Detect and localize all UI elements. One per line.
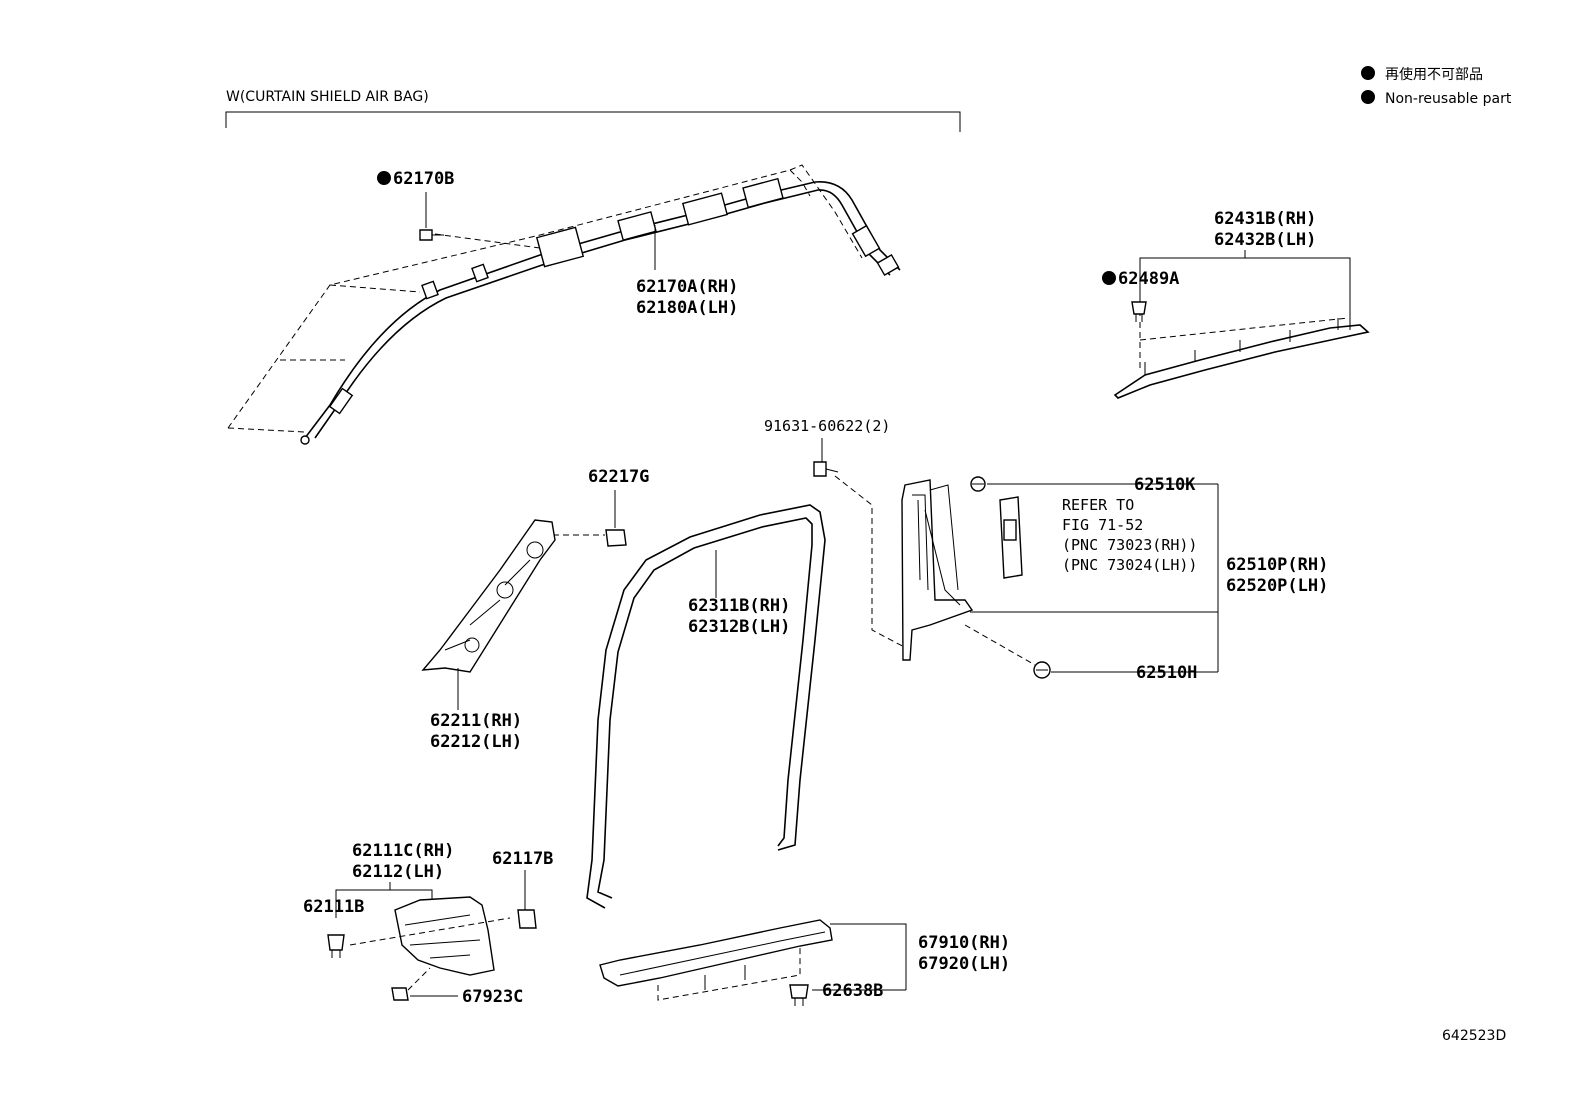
clip-67923C-icon <box>391 987 409 1001</box>
door-opening-trim: 62311B(RH) 62312B(LH) <box>586 504 826 909</box>
label-91631: 91631-60622(2) <box>764 417 890 435</box>
non-reusable-marker-icon <box>1361 90 1375 104</box>
legend-en: Non-reusable part <box>1385 91 1512 107</box>
label-62510H: 62510H <box>1136 663 1197 683</box>
label-62489A: 62489A <box>1118 269 1179 289</box>
label-62170B: 62170B <box>393 169 454 189</box>
label-62510P: 62510P(RH) <box>1226 555 1328 575</box>
label-62212: 62212(LH) <box>430 732 522 752</box>
label-62111C: 62111C(RH) <box>352 841 454 861</box>
refer-line4: (PNC 73024(LH)) <box>1062 556 1197 574</box>
label-62117B: 62117B <box>492 849 553 869</box>
clip-62638B-icon <box>789 984 809 1006</box>
refer-note: REFER TO FIG 71-52 (PNC 73023(RH)) (PNC … <box>1062 496 1197 574</box>
label-62311B: 62311B(RH) <box>688 596 790 616</box>
scuff-plate: 67910(RH) 67920(LH) 62638B <box>599 919 1010 1006</box>
refer-line2: FIG 71-52 <box>1062 516 1143 534</box>
center-pillar-garnish: 62510K REFER TO FIG 71-52 (PNC 73023(RH)… <box>901 475 1328 683</box>
curtain-airbag-group: W(CURTAIN SHIELD AIR BAG) <box>225 89 961 132</box>
curtain-airbag-assembly <box>227 164 901 445</box>
clip-62489A-icon <box>1131 301 1147 322</box>
label-62170A: 62170A(RH) <box>636 277 738 297</box>
label-62638B: 62638B <box>822 981 883 1001</box>
label-62432B: 62432B(LH) <box>1214 230 1316 250</box>
refer-line1: REFER TO <box>1062 496 1134 514</box>
refer-line3: (PNC 73023(RH)) <box>1062 536 1197 554</box>
label-62211: 62211(RH) <box>430 711 522 731</box>
legend: 再使用不可部品 Non-reusable part <box>1361 66 1512 107</box>
label-62180A: 62180A(LH) <box>636 298 738 318</box>
label-62510K: 62510K <box>1134 475 1196 495</box>
label-62431B: 62431B(RH) <box>1214 209 1316 229</box>
front-pillar-garnish: 62217G 62211(RH) 62212(LH) <box>421 467 649 752</box>
label-67923C: 67923C <box>462 987 523 1007</box>
legend-jp: 再使用不可部品 <box>1385 66 1483 83</box>
clip-62117B-icon <box>517 909 537 929</box>
label-62312B: 62312B(LH) <box>688 617 790 637</box>
roof-side-garnish: 62431B(RH) 62432B(LH) 62489A <box>1102 209 1370 399</box>
bolt-62170B-icon <box>419 229 444 241</box>
cowl-side-trim: 62111C(RH) 62112(LH) 62117B 62111B 67923… <box>303 841 553 1007</box>
non-reusable-marker-icon <box>1361 66 1375 80</box>
screw-91631-icon <box>813 461 839 477</box>
clip-62217G-icon <box>605 529 627 547</box>
label-62520P: 62520P(LH) <box>1226 576 1328 596</box>
drawing-number: 642523D <box>1442 1028 1506 1044</box>
clip-62510K-icon <box>970 476 986 492</box>
non-reusable-marker-icon <box>377 171 391 185</box>
label-62217G: 62217G <box>588 467 649 487</box>
clip-62510H-icon <box>1033 661 1051 679</box>
clip-62111B-icon <box>327 934 345 958</box>
non-reusable-marker-icon <box>1102 271 1116 285</box>
label-62111B: 62111B <box>303 897 364 917</box>
label-67920: 67920(LH) <box>918 954 1010 974</box>
label-62112: 62112(LH) <box>352 862 444 882</box>
label-67910: 67910(RH) <box>918 933 1010 953</box>
group-title: W(CURTAIN SHIELD AIR BAG) <box>226 89 429 105</box>
